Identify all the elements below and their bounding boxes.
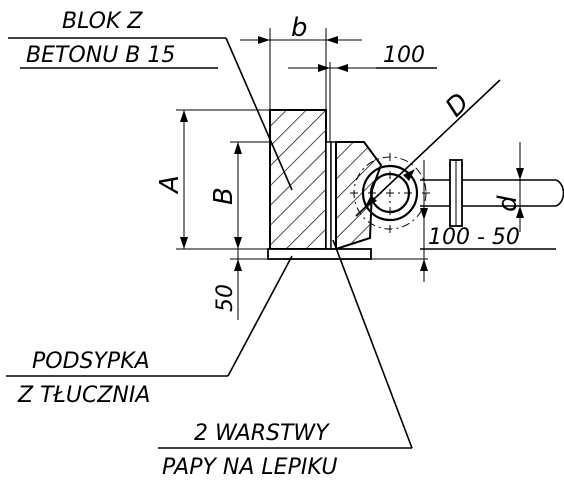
- dim-D-label: D: [440, 88, 475, 123]
- dim-B-label: B: [209, 187, 239, 205]
- felt-leader: [158, 239, 413, 449]
- dimension-b: [240, 28, 362, 142]
- dimension-100: [288, 62, 437, 142]
- concrete-block: [269, 109, 327, 250]
- subbase-leader: [6, 255, 293, 377]
- dim-d-label: d: [493, 195, 523, 212]
- subbase-plate: [267, 248, 372, 260]
- felt-label-line1: 2 WARSTWY: [194, 421, 330, 446]
- dimension-d: [516, 142, 524, 232]
- dimension-B: [230, 141, 270, 249]
- dim-b-label: b: [291, 13, 308, 43]
- dimension-50: [230, 236, 268, 320]
- felt-layer: [325, 141, 337, 250]
- dim-50-label: 50: [213, 284, 238, 312]
- block-label-line2: BETONU B 15: [26, 43, 175, 68]
- dimension-A: [176, 109, 270, 250]
- dim-100-label: 100: [383, 43, 425, 68]
- pipe-section: [350, 153, 430, 233]
- dim-100-50-label: 100 - 50: [428, 225, 520, 250]
- dimension-D-leader: [355, 79, 501, 217]
- subbase-label-line2: Z TŁUCZNIA: [17, 383, 150, 408]
- dimension-100-50: [372, 160, 556, 282]
- block-label-line1: BLOK Z: [62, 9, 143, 34]
- block-leader: [8, 37, 293, 191]
- felt-label-line2: PAPY NA LEPIKU: [162, 455, 337, 480]
- pipe-side-view: [420, 159, 564, 227]
- dim-A-label: A: [155, 175, 185, 195]
- pipe-saddle: [335, 141, 383, 251]
- subbase-label-line1: PODSYPKA: [32, 349, 150, 374]
